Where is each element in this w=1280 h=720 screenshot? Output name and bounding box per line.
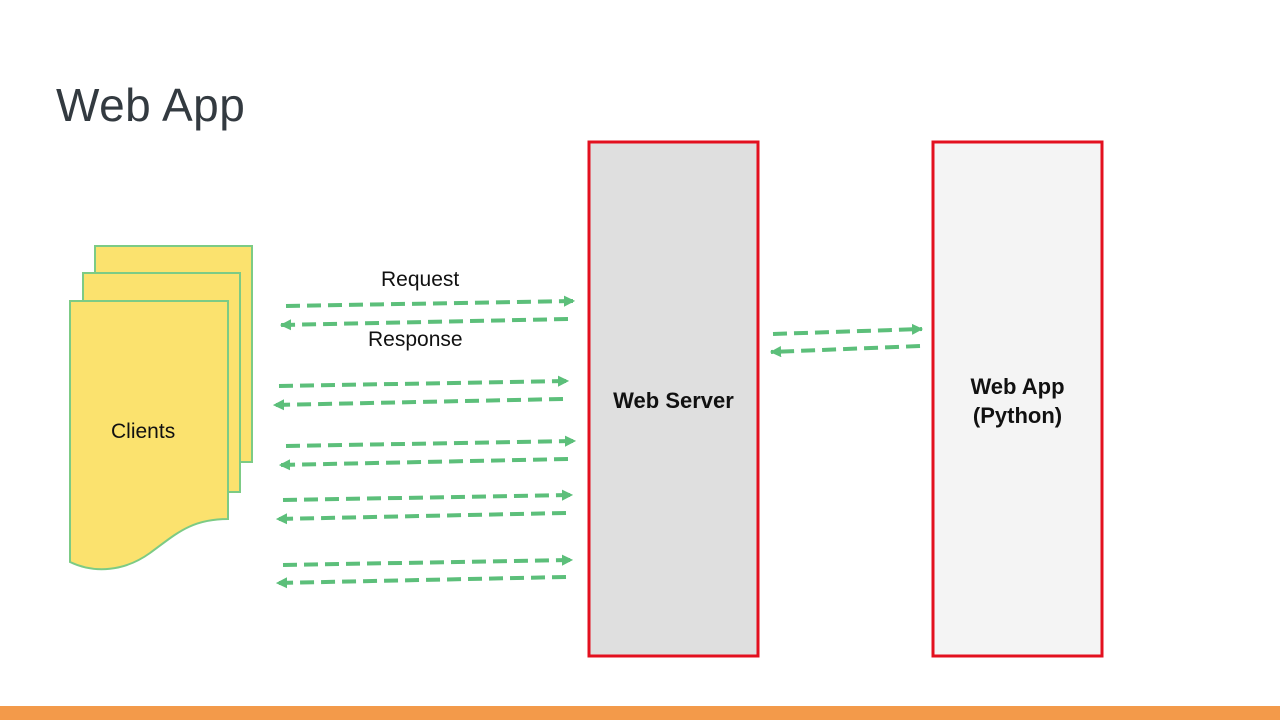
response-arrow-4 <box>275 511 567 525</box>
footer-accent-bar <box>0 706 1280 720</box>
slide-title: Web App <box>56 79 246 131</box>
response-arrow-3 <box>278 457 569 471</box>
clients-label: Clients <box>111 420 176 443</box>
request-label: Request <box>381 268 460 291</box>
clients-stack <box>69 245 253 571</box>
request-arrow-5 <box>282 554 574 567</box>
request-arrow-4 <box>282 489 574 502</box>
response-arrow-5 <box>275 575 567 589</box>
app-to-server-arrow <box>769 344 921 358</box>
server-to-app-arrow <box>772 323 924 336</box>
response-arrow-1 <box>279 317 569 331</box>
response-arrow-2 <box>272 397 564 411</box>
request-arrow-1 <box>285 295 576 308</box>
web-app-label-line2: (Python) <box>972 403 1063 428</box>
web-app-label-line1: Web App <box>970 374 1065 399</box>
response-label: Response <box>368 328 463 351</box>
request-arrow-3 <box>285 435 577 448</box>
web-server-label: Web Server <box>613 388 734 413</box>
request-arrow-2 <box>278 375 570 388</box>
web-server-box <box>587 140 760 658</box>
client-document-front <box>69 300 229 571</box>
web-app-label: Web App (Python) <box>933 372 1102 430</box>
web-app-box <box>931 140 1104 658</box>
